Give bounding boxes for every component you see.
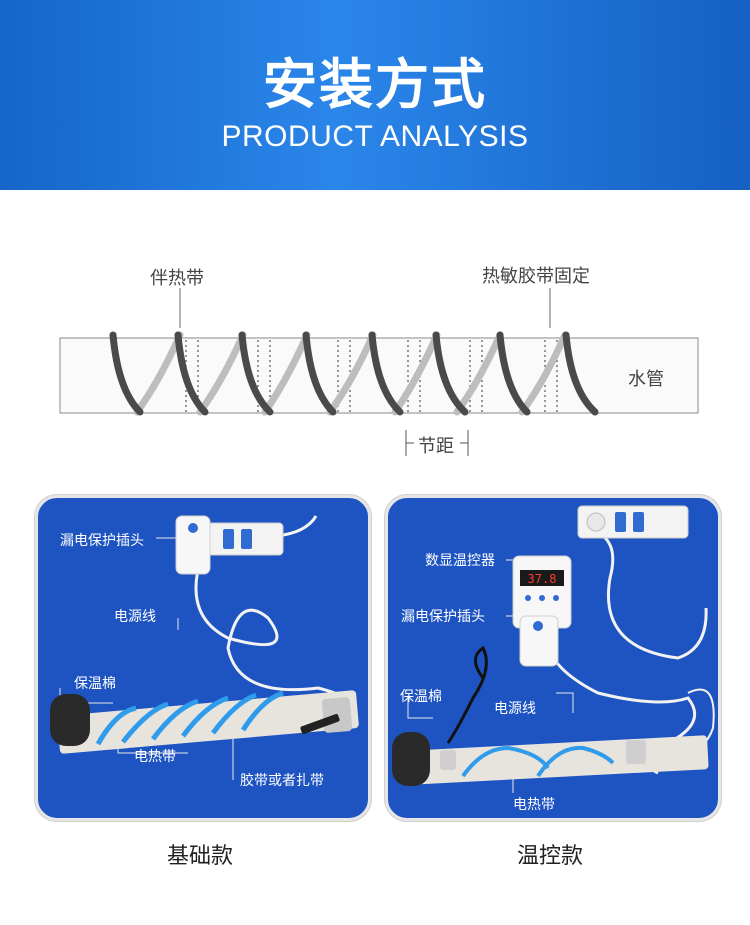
leakage-plug [175, 515, 211, 575]
thermostat-model-illustration: 37.8 [392, 505, 715, 793]
heating-band [95, 690, 284, 746]
page-title: 安装方式 [263, 53, 487, 116]
basic-tape-label: 胶带或者扎带 [240, 773, 324, 789]
basic-heating-label: 电热带 [134, 749, 176, 765]
heat-tape-front [109, 331, 599, 416]
pitch-bracket [405, 430, 469, 456]
basic-insulation-label: 保温棉 [74, 676, 116, 692]
basic-plug-label: 漏电保护插头 [60, 533, 144, 549]
thermo-thermostat-label: 数显温控器 [425, 553, 495, 569]
water-pipe-label: 水管 [628, 369, 664, 390]
thermo-heating-label: 电热带 [513, 797, 555, 813]
thermo-insulation-label: 保温棉 [400, 689, 442, 705]
fixing-tape-label: 热敏胶带固定 [482, 266, 590, 287]
basic-model-illustration [50, 515, 359, 780]
insulation-foam [50, 694, 90, 746]
thermo-cable-label: 电源线 [494, 701, 536, 717]
basic-model-panel: 漏电保护插头 电源线 保温棉 电热带 胶带或者扎带 [35, 495, 371, 821]
basic-caption: 基础款 [166, 844, 233, 869]
header-banner: 安装方式 PRODUCT ANALYSIS [0, 0, 750, 190]
pipe-diagram: 伴热带 热敏胶带固定 水管 节距 [0, 250, 750, 470]
page-subtitle: PRODUCT ANALYSIS [221, 120, 529, 153]
heating-band [461, 745, 615, 778]
pipe-diagram-graphic [59, 288, 699, 456]
thermo-plug-label: 漏电保护插头 [401, 609, 485, 625]
leakage-plug [519, 615, 559, 667]
basic-cable-label: 电源线 [114, 609, 156, 625]
thermostat-display: 37.8 [528, 572, 557, 586]
heat-tape-label: 伴热带 [150, 268, 204, 289]
thermostat-model-panel: 37.8 数显温控器 漏电保护插头 保温棉 电源线 电热带 [385, 495, 721, 821]
pitch-label: 节距 [418, 436, 454, 457]
pipe [57, 690, 359, 754]
thermostat-caption: 温控款 [516, 844, 583, 869]
insulation-foam [392, 732, 430, 786]
